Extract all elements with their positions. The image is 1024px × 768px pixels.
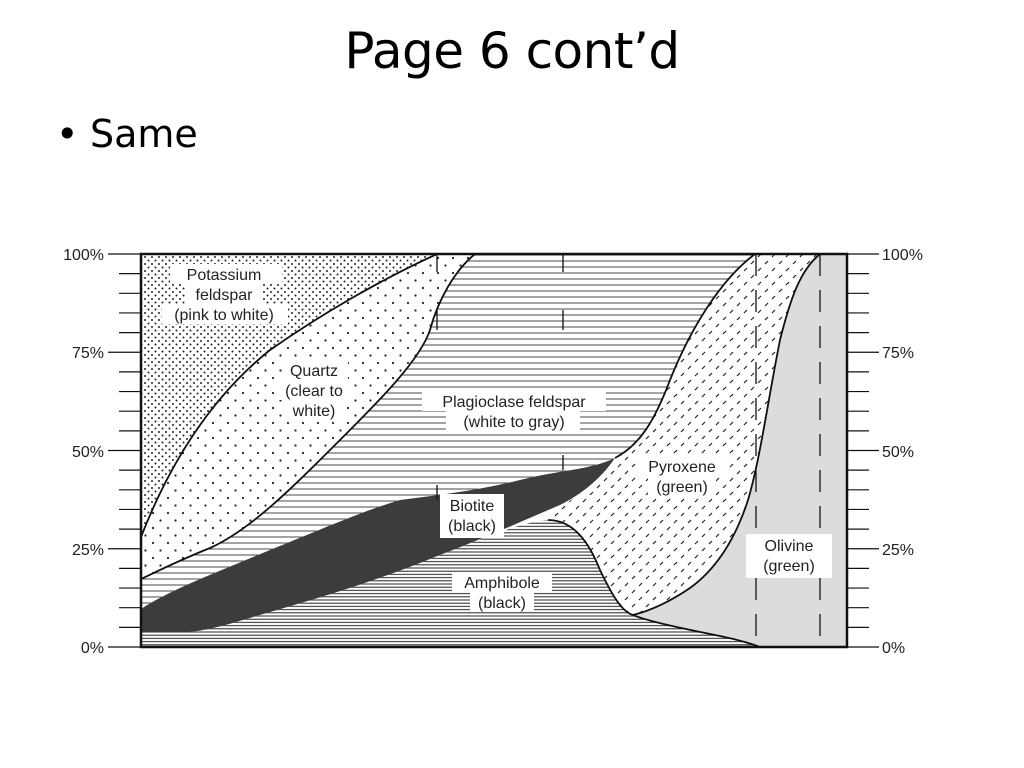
bullet-text: Same [90,112,198,156]
olivine-label: Olivine (green) [746,534,832,578]
left-axis-labels: 0% 25% 50% 75% 100% [63,247,104,657]
right-tick-label-100: 100% [882,247,923,264]
left-tick-label-50: 50% [72,444,104,461]
plagioclase-label-line-1: Plagioclase feldspar [442,394,586,411]
amphibole-label: Amphibole (black) [452,572,552,612]
biotite-label-line-2: (black) [448,518,496,535]
quartz-label-line-3: white) [292,403,336,420]
quartz-label-line-1: Quartz [290,363,338,380]
right-tick-label-50: 50% [882,444,914,461]
plagioclase-feldspar-label: Plagioclase feldspar (white to gray) [422,391,606,431]
biotite-label: Biotite (black) [440,494,504,538]
potassium-label-line-3: (pink to white) [174,307,274,324]
right-tick-label-0: 0% [882,640,905,657]
olivine-label-line-2: (green) [763,558,815,575]
quartz-label-line-2: (clear to [285,383,343,400]
bullet-dot: • [56,112,79,156]
bullet-item: •Same [56,112,198,156]
potassium-feldspar-region [141,254,437,537]
right-axis-ticks [847,253,879,648]
vertical-guides [436,254,821,647]
plagioclase-label-line-2: (white to gray) [463,414,564,431]
right-tick-label-75: 75% [882,345,914,362]
boundary-lines [141,254,821,647]
right-tick-label-25: 25% [882,542,914,559]
olivine-label-line-1: Olivine [765,538,814,555]
left-tick-label-25: 25% [72,542,104,559]
pyroxene-label: Pyroxene (green) [636,456,728,496]
potassium-feldspar-label: Potassium feldspar (pink to white) [162,264,288,324]
pyroxene-label-line-1: Pyroxene [648,459,716,476]
pyroxene-label-line-2: (green) [656,479,708,496]
quartz-label: Quartz (clear to white) [276,360,354,420]
amphibole-region [141,520,760,647]
right-axis-labels: 0% 25% 50% 75% 100% [882,247,923,657]
amphibole-label-line-2: (black) [478,595,526,612]
amphibole-label-line-1: Amphibole [464,575,540,592]
left-tick-label-100: 100% [63,247,104,264]
left-axis-ticks [108,253,141,648]
biotite-label-line-1: Biotite [450,498,495,515]
slide-title: Page 6 cont’d [344,22,680,80]
plagioclase-feldspar-region [141,254,755,609]
potassium-label-line-1: Potassium [187,267,262,284]
left-tick-label-75: 75% [72,345,104,362]
left-tick-label-0: 0% [81,640,104,657]
pyroxene-region [548,254,820,615]
potassium-label-line-2: feldspar [196,287,254,304]
